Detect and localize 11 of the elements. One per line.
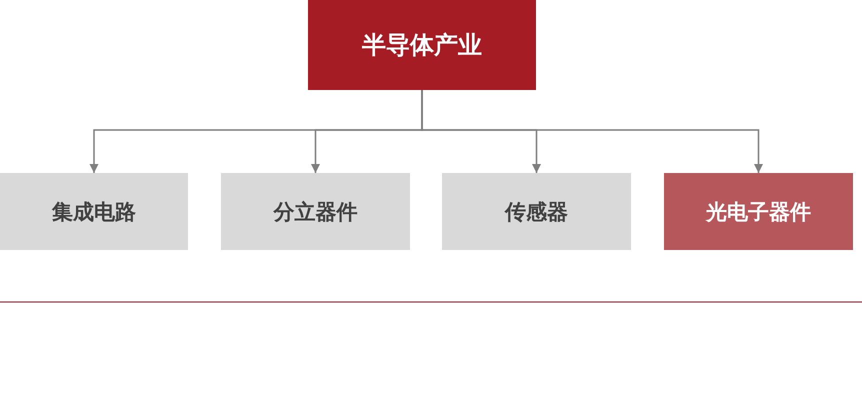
box-label: 半导体产业: [362, 30, 482, 61]
box-label: 光电子器件: [706, 198, 811, 226]
category-box: [0, 173, 188, 250]
box-label: 传感器: [505, 198, 568, 226]
category-box: [308, 0, 536, 90]
category-box: [442, 173, 631, 250]
category-box: [221, 173, 410, 250]
category-box: [664, 173, 853, 250]
box-label: 集成电路: [52, 198, 136, 226]
box-label: 分立器件: [274, 198, 358, 226]
connector-arrow: [421, 90, 763, 173]
